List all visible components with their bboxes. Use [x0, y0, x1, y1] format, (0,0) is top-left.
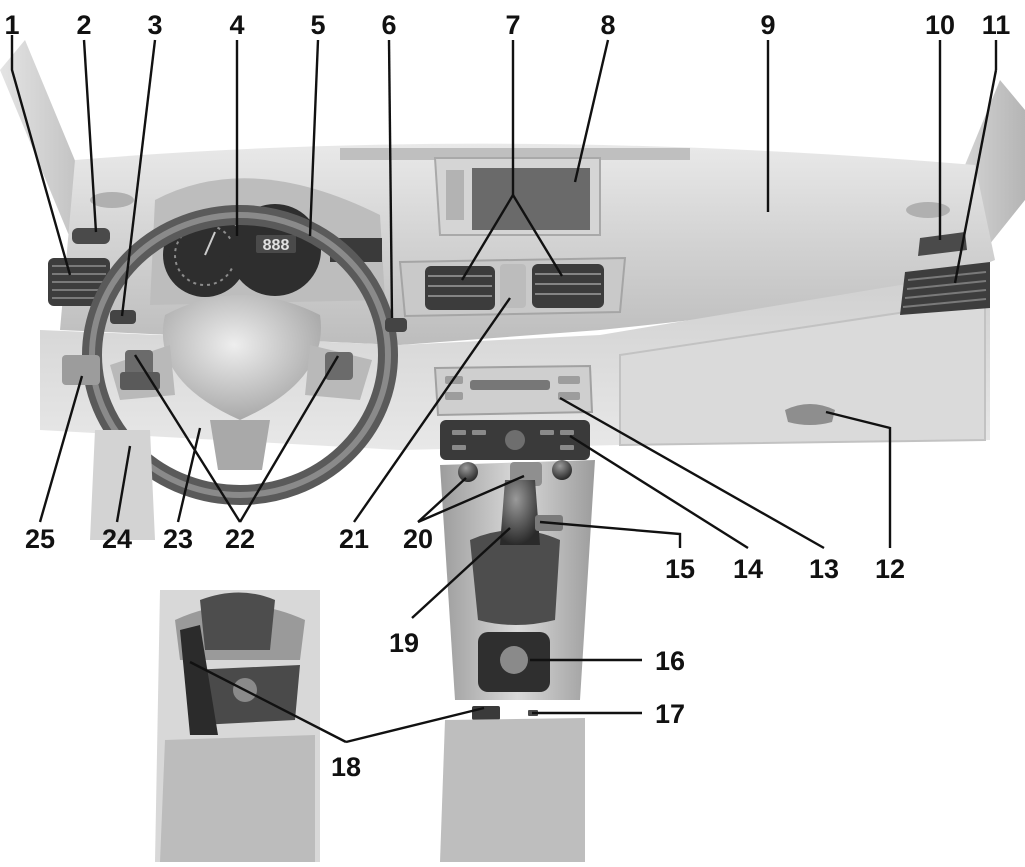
- right-side-window-demister: [918, 232, 967, 256]
- right-side-air-vent: [900, 262, 990, 315]
- callout-10: 10: [925, 10, 955, 40]
- driver-airbag-hub: [162, 295, 321, 420]
- callout-25: 25: [25, 524, 55, 554]
- callout-12: 12: [875, 554, 905, 584]
- cluster-digital-readout: 888: [263, 237, 290, 254]
- gear-lever-gaiter: [470, 530, 560, 625]
- hazard-warning-switch: [500, 264, 526, 308]
- leader-lines: [10, 35, 998, 744]
- callout-16: 16: [655, 646, 685, 676]
- callout-21: 21: [339, 524, 369, 554]
- lower-dashboard: [40, 270, 990, 450]
- left-side-window-demister: [72, 228, 110, 244]
- callout-14: 14: [733, 554, 763, 584]
- callout-23: 23: [163, 524, 193, 554]
- callout-11: 11: [982, 10, 1011, 40]
- gear-lever-knob: [500, 480, 540, 545]
- right-stalk: [385, 318, 407, 332]
- callout-7: 7: [505, 10, 520, 40]
- callout-6: 6: [381, 10, 396, 40]
- callout-17: 17: [655, 699, 685, 729]
- callout-1: 1: [4, 10, 19, 40]
- center-console: [440, 460, 595, 862]
- callout-5: 5: [310, 10, 325, 40]
- climate-control-panel: [440, 420, 590, 460]
- callout-4: 4: [229, 10, 244, 40]
- callout-9: 9: [760, 10, 775, 40]
- navigation-screen: [433, 157, 601, 236]
- callout-18: 18: [331, 752, 361, 782]
- central-air-vents: [398, 256, 627, 318]
- callout-20: 20: [403, 524, 433, 554]
- instrument-cluster: 888: [150, 178, 385, 305]
- callout-15: 15: [665, 554, 695, 584]
- parking-brake-lever: [180, 625, 218, 735]
- handbrake-inset: [155, 590, 320, 862]
- callout-13: 13: [809, 554, 839, 584]
- left-side-air-vent: [48, 258, 110, 306]
- callout-19: 19: [389, 628, 419, 658]
- left-stalk: [110, 310, 136, 324]
- callout-numbers: 1 2 3 4 5 6 7 8 9 10 11 12 13 14 15 16 1…: [4, 10, 1010, 782]
- callout-8: 8: [600, 10, 615, 40]
- center-armrest: [440, 718, 585, 862]
- callout-3: 3: [147, 10, 162, 40]
- callout-24: 24: [102, 524, 132, 554]
- callout-22: 22: [225, 524, 255, 554]
- callout-2: 2: [76, 10, 91, 40]
- right-wheel-controls: [325, 352, 353, 380]
- glovebox-handle: [785, 404, 835, 425]
